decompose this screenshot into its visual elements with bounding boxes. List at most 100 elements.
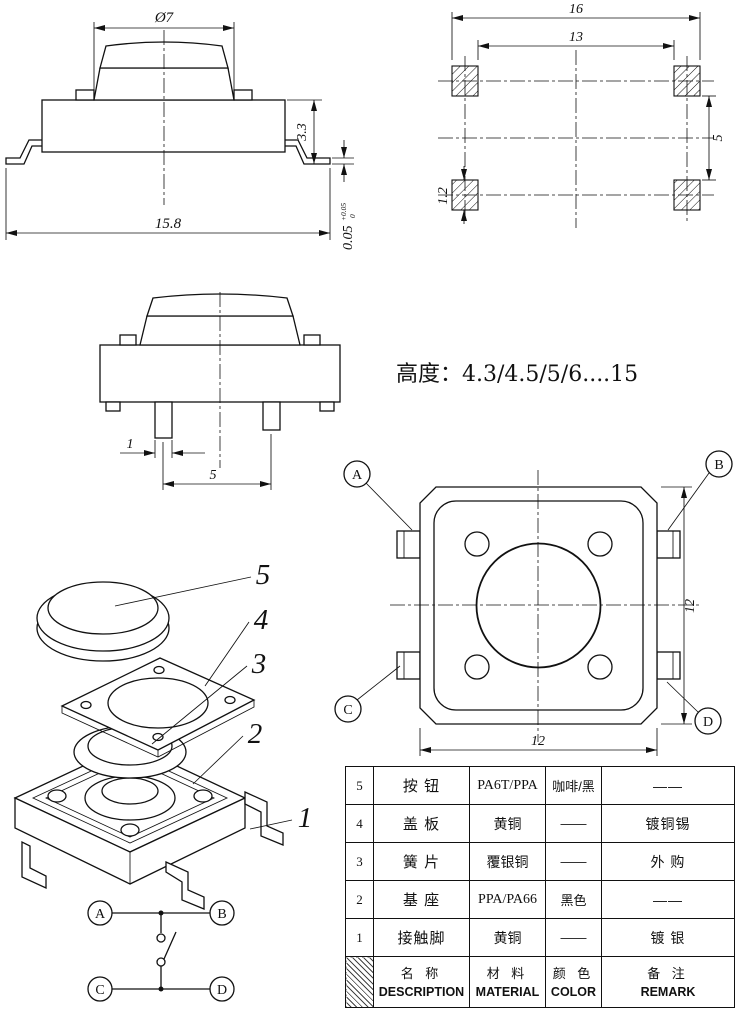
- contact-leg: [244, 790, 284, 846]
- contact-point: [47, 789, 67, 803]
- pin-right: [262, 401, 281, 431]
- view-top: A B C D 12 12: [334, 450, 733, 756]
- item-color: ——: [545, 804, 602, 843]
- part-number: 3: [251, 648, 267, 680]
- terminal-label-b: B: [667, 450, 733, 531]
- dim-cap-diameter: Ø7: [93, 10, 235, 96]
- terminal-tab: [396, 530, 421, 559]
- cover-corner-hole: [153, 665, 165, 675]
- view-pad-layout: 16 13 5 1.2: [436, 2, 726, 228]
- header-cn: 材 料: [486, 966, 529, 982]
- table-row: 1 接触脚 黄铜 —— 镀 银: [345, 918, 735, 957]
- terminal-tab: [656, 530, 681, 559]
- label-text: B: [714, 458, 723, 473]
- dim-text: 1.2: [436, 187, 451, 205]
- cover-plate-hole: [107, 677, 209, 729]
- terminal-tab: [656, 651, 681, 680]
- parts-table: 5 按 钮 PA6T/PPA 咖啡/黑 —— 4 盖 板 黄铜 —— 镀铜锡 3…: [345, 766, 735, 1008]
- leader-line: [192, 735, 244, 785]
- leader-line: [249, 819, 293, 830]
- dim-body-width: 12: [419, 728, 658, 756]
- dim-body-height: 3.3: [287, 99, 322, 164]
- item-remark: ——: [601, 766, 735, 805]
- item-material: 覆银铜: [469, 842, 546, 881]
- header-description: 名 称 DESCRIPTION: [373, 956, 470, 1008]
- cover-tab-left: [119, 334, 137, 346]
- terminal-text: D: [217, 983, 227, 998]
- dim-text: 5: [711, 135, 726, 142]
- header-cn: 颜 色: [552, 966, 595, 982]
- header-en: COLOR: [550, 984, 597, 999]
- view-side-low-profile: Ø7 3.3 0.05 +0.05 0 15.8: [5, 10, 357, 250]
- label-circle: [334, 695, 362, 723]
- dim-body-depth: 12: [661, 486, 698, 725]
- part-number: 5: [256, 559, 271, 591]
- label-circle: [343, 460, 371, 488]
- label-text: A: [352, 468, 363, 483]
- dim-text: 1: [127, 437, 134, 452]
- foot-right: [319, 401, 335, 412]
- button-circle: [475, 542, 602, 669]
- terminal-text: A: [95, 907, 106, 922]
- item-name: 盖 板: [373, 804, 470, 843]
- header-remark: 备 注 REMARK: [601, 956, 735, 1008]
- switch-contact: [156, 933, 166, 943]
- item-no: 5: [345, 766, 374, 805]
- label-text: C: [343, 703, 352, 718]
- hatched-cell: [345, 956, 374, 1008]
- item-material: PA6T/PPA: [469, 766, 546, 805]
- dim-text: 16: [569, 2, 583, 17]
- lead-left: [5, 139, 42, 165]
- leader-line: [356, 665, 401, 701]
- table-row: 4 盖 板 黄铜 —— 镀铜锡: [345, 804, 735, 843]
- leader-line: [204, 621, 250, 687]
- rivet-hole: [587, 654, 613, 680]
- table-row: 3 簧 片 覆银铜 —— 外 购: [345, 842, 735, 881]
- circuit-schematic: A B C D: [87, 900, 235, 1002]
- terminal-label-c: C: [334, 665, 401, 723]
- terminal-label-d: D: [666, 681, 722, 735]
- cover-corner-hole: [224, 695, 236, 705]
- table-row: 5 按 钮 PA6T/PPA 咖啡/黑 ——: [345, 766, 735, 805]
- contact-leg: [165, 860, 205, 910]
- part-number: 1: [298, 802, 313, 834]
- dim-total-width: 15.8: [5, 168, 331, 240]
- dim-text: 12: [683, 599, 698, 613]
- base-dome-top: [101, 777, 159, 805]
- dim-pin-width: 1: [120, 437, 205, 458]
- cover-corner-hole: [152, 732, 164, 742]
- item-color: ——: [545, 918, 602, 957]
- item-material: 黄铜: [469, 804, 546, 843]
- dim-inner-span: 13: [477, 30, 675, 60]
- exploded-view: 5 4 3 2 1: [13, 559, 313, 910]
- dim-outer-span: 16: [451, 2, 701, 60]
- item-color: ——: [545, 842, 602, 881]
- foot-left: [105, 401, 121, 412]
- item-remark: 镀 银: [601, 918, 735, 957]
- leader-line: [151, 665, 248, 745]
- header-en: MATERIAL: [475, 984, 540, 999]
- header-color: 颜 色 COLOR: [545, 956, 602, 1008]
- contact-leg: [21, 840, 47, 890]
- dim-text: Ø7: [154, 10, 175, 26]
- item-remark: 外 购: [601, 842, 735, 881]
- dim-text: 5: [210, 468, 217, 483]
- lead-right: [285, 139, 331, 165]
- table-header-row: 名 称 DESCRIPTION 材 料 MATERIAL 颜 色 COLOR 备…: [345, 956, 735, 1008]
- tolerance-lower: 0: [348, 214, 357, 218]
- item-no: 3: [345, 842, 374, 881]
- cover-tab-right: [233, 89, 253, 101]
- item-name: 簧 片: [373, 842, 470, 881]
- table-row: 2 基 座 PPA/PA66 黑色 ——: [345, 880, 735, 919]
- cover-tab-right: [303, 334, 321, 346]
- header-material: 材 料 MATERIAL: [469, 956, 546, 1008]
- cover-corner-hole: [80, 700, 92, 710]
- height-options-note: 高度：4.3/4.5/5/6....15: [396, 362, 638, 387]
- item-name: 按 钮: [373, 766, 470, 805]
- item-remark: 镀铜锡: [601, 804, 735, 843]
- header-cn: 名 称: [400, 966, 443, 982]
- terminal-label-a: A: [343, 460, 413, 531]
- label-circle: [705, 450, 733, 478]
